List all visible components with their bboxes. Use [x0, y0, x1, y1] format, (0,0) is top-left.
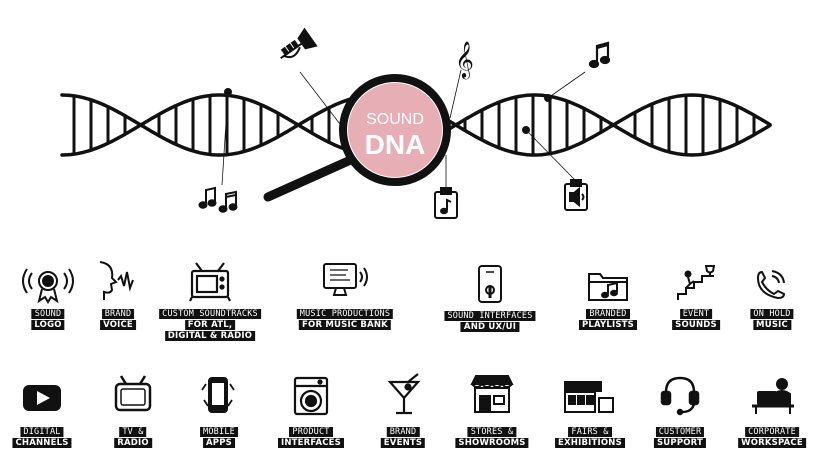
label-mobile-apps: MOBILE APPS: [200, 427, 238, 449]
label-line: CORPORATE: [745, 427, 799, 437]
label-line: CUSTOMER: [655, 427, 705, 437]
label-line: APPS: [203, 438, 235, 448]
label-line: MUSIC PRODUCTIONS: [296, 309, 394, 319]
stairs-trophy-icon: [677, 265, 716, 300]
label-line: EVENT: [679, 309, 713, 319]
connector-lines: [221, 69, 586, 188]
helix-node: [224, 88, 232, 96]
play-button-icon: [23, 385, 61, 411]
label-custom-soundtracks: CUSTOM SOUNDTRACKS FOR ATL, DIGITAL & RA…: [159, 309, 261, 342]
label-line: DIGITAL & RADIO: [164, 331, 256, 341]
label-line: PLAYLISTS: [579, 320, 637, 330]
magnifier-handle: [263, 153, 360, 202]
label-product-interfaces: PRODUCT INTERFACES: [277, 427, 345, 449]
helix-node: [522, 126, 530, 134]
phone-ringing-icon: [756, 270, 786, 300]
label-line: SHOWROOMS: [455, 438, 529, 448]
label-line: BRAND: [386, 427, 420, 437]
workspace-laptop-icon: [752, 378, 794, 414]
label-tv-radio: TV & RADIO: [114, 427, 152, 449]
washing-machine-icon: [293, 376, 329, 416]
connector-trumpet: [299, 71, 344, 129]
label-line: SUPPORT: [653, 438, 707, 448]
clipboard-speaker-icon: [564, 179, 588, 211]
label-customer-support: CUSTOMER SUPPORT: [653, 427, 707, 449]
label-line: BRAND: [101, 309, 135, 319]
magnifier: SOUND DNA: [263, 74, 451, 202]
treble-clef-icon: 𝄞: [455, 40, 474, 79]
center-title-line2: DNA: [365, 129, 426, 160]
label-line: VOICE: [100, 320, 136, 330]
helix-rungs: [72, 93, 756, 157]
award-sound-icon: [22, 268, 74, 304]
label-line: EXHIBITIONS: [555, 438, 625, 448]
headset-icon: [660, 376, 700, 416]
label-line: DIGITAL: [20, 427, 64, 437]
label-line: FOR MUSIC BANK: [299, 320, 391, 330]
clipboard-note-icon: [434, 187, 458, 219]
label-fairs-exhibitions: FAIRS & EXHIBITIONS: [555, 427, 625, 449]
label-sound-logo: SOUND LOGO: [31, 309, 65, 331]
helix-node: [544, 94, 552, 102]
storefront-icon: [470, 375, 514, 413]
label-line: RADIO: [114, 438, 152, 448]
label-stores-showrooms: STORES & SHOWROOMS: [455, 427, 529, 449]
tv-icon: [189, 262, 231, 302]
label-corporate-workspace: CORPORATE WORKSPACE: [738, 427, 806, 449]
label-line: PRODUCT: [289, 427, 333, 437]
connector-clef: [449, 69, 462, 119]
label-branded-playlists: BRANDED PLAYLISTS: [579, 309, 637, 331]
monitor-speaker-icon: [323, 263, 368, 296]
label-digital-channels: DIGITAL CHANNELS: [12, 427, 72, 449]
connector-note: [547, 71, 586, 99]
music-folder-icon: [588, 273, 628, 301]
phone-touch-icon: [478, 265, 502, 303]
connector-notes: [221, 91, 229, 186]
label-event-sounds: EVENT SOUNDS: [672, 309, 720, 331]
label-sound-interfaces: SOUND INTERFACES AND UX/UI: [444, 311, 536, 333]
label-line: MUSIC: [753, 320, 791, 330]
label-line: FOR ATL,: [184, 320, 236, 330]
label-brand-events: BRAND EVENTS: [380, 427, 426, 449]
label-line: SOUNDS: [672, 320, 720, 330]
label-line: MOBILE: [200, 427, 238, 437]
magnifier-lens: [348, 83, 442, 177]
music-note-icon: [588, 41, 611, 69]
label-line: CHANNELS: [12, 438, 72, 448]
speaking-head-icon: [99, 261, 134, 300]
label-line: LOGO: [31, 320, 65, 330]
label-line: SOUND INTERFACES: [444, 311, 536, 321]
label-line: AND UX/UI: [460, 322, 520, 332]
trumpet-icon: [280, 27, 318, 60]
retro-tv-icon: [114, 375, 152, 412]
music-notes-icon: [198, 186, 238, 213]
center-title-line1: SOUND: [366, 111, 424, 128]
label-line: CUSTOM SOUNDTRACKS: [159, 309, 261, 319]
label-line: STORES &: [467, 427, 517, 437]
label-line: ON HOLD: [750, 309, 794, 319]
connector-clipboard-speaker: [525, 129, 576, 181]
label-line: SOUND: [31, 309, 65, 319]
label-music-productions: MUSIC PRODUCTIONS FOR MUSIC BANK: [296, 309, 394, 331]
cocktail-icon: [387, 373, 421, 415]
label-line: FAIRS &: [568, 427, 612, 437]
label-line: BRANDED: [586, 309, 630, 319]
exhibition-hall-icon: [564, 381, 614, 413]
label-line: INTERFACES: [277, 438, 345, 448]
label-line: WORKSPACE: [738, 438, 806, 448]
label-line: TV &: [119, 427, 147, 437]
label-on-hold-music: ON HOLD MUSIC: [750, 309, 794, 331]
label-brand-voice: BRAND VOICE: [100, 309, 136, 331]
mobile-apps-icon: [201, 377, 235, 413]
label-line: EVENTS: [380, 438, 426, 448]
